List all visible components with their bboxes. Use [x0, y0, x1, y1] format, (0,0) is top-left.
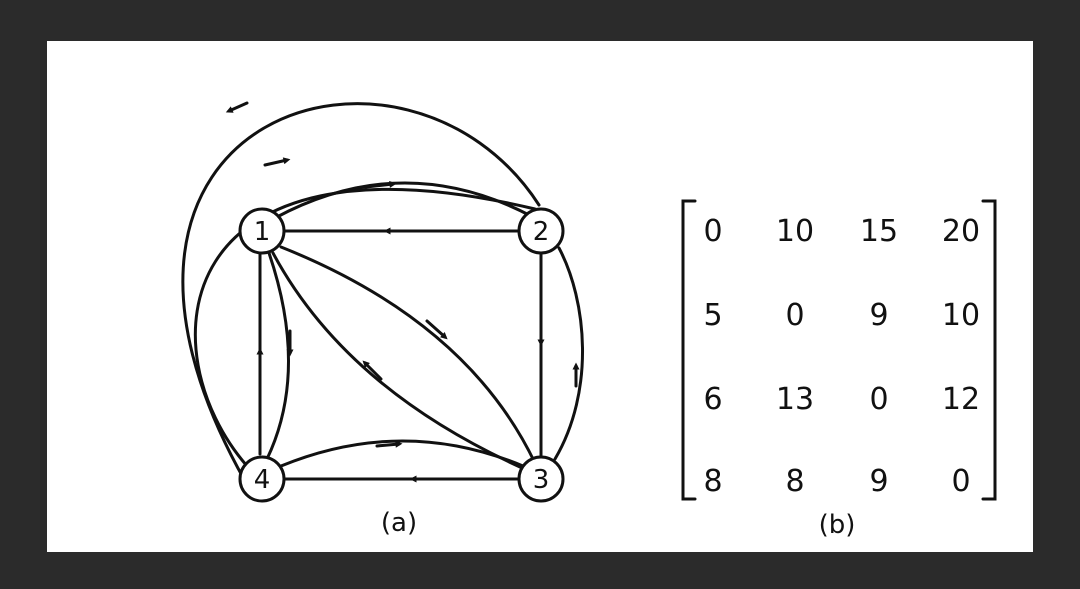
matrix-cell: 12 — [942, 382, 980, 417]
edge-3-to-2 — [553, 246, 584, 461]
matrix-cell: 5 — [703, 298, 722, 333]
matrix-cell: 10 — [942, 298, 980, 333]
node-2: 2 — [517, 207, 565, 255]
matrix-cell: 13 — [776, 382, 814, 417]
matrix-cell: 0 — [951, 464, 970, 499]
node-2-label: 2 — [533, 217, 550, 247]
edge-1-to-3 — [279, 245, 537, 465]
matrix-cell: 15 — [860, 214, 898, 249]
graph-edges — [181, 101, 584, 483]
edge-3-to-1-arrow — [362, 360, 383, 381]
edge-4-to-3 — [279, 439, 525, 468]
node-1: 1 — [238, 207, 286, 255]
edge-1-to-3-arrow — [425, 319, 448, 340]
matrix-cell: 8 — [703, 464, 722, 499]
graph-and-matrix-figure: 1 2 3 4 (a) 0 10 15 20 5 0 9 10 6 — [181, 101, 997, 540]
edge-1-to-4 — [265, 251, 290, 461]
edge-2-to-4 — [181, 102, 541, 483]
graph-caption: (a) — [381, 508, 417, 538]
matrix-left-bracket — [681, 199, 697, 501]
distance-matrix: 0 10 15 20 5 0 9 10 6 13 0 12 8 8 9 0 (b… — [681, 199, 997, 540]
node-4: 4 — [238, 455, 286, 503]
matrix-cell: 9 — [869, 298, 888, 333]
matrix-cell: 20 — [942, 214, 980, 249]
matrix-cell: 8 — [785, 464, 804, 499]
matrix-cell: 0 — [785, 298, 804, 333]
node-3-label: 3 — [533, 465, 550, 495]
matrix-cell: 9 — [869, 464, 888, 499]
edge-3-to-1 — [271, 251, 531, 473]
edge-1-to-2-arrow — [355, 180, 397, 190]
matrix-right-bracket — [981, 199, 997, 501]
matrix-cell: 10 — [776, 214, 814, 249]
matrix-caption: (b) — [819, 510, 856, 540]
edge-4-to-2-arrow — [263, 157, 291, 167]
edge-2-to-4-arrow — [225, 101, 249, 113]
edge-4-to-3-arrow — [375, 440, 403, 448]
node-1-label: 1 — [254, 217, 271, 247]
matrix-cell: 6 — [703, 382, 722, 417]
matrix-cell: 0 — [703, 214, 722, 249]
figure-panel: 1 2 3 4 (a) 0 10 15 20 5 0 9 10 6 — [47, 41, 1033, 552]
node-4-label: 4 — [254, 465, 271, 495]
node-3: 3 — [517, 455, 565, 503]
matrix-cell: 0 — [869, 382, 888, 417]
